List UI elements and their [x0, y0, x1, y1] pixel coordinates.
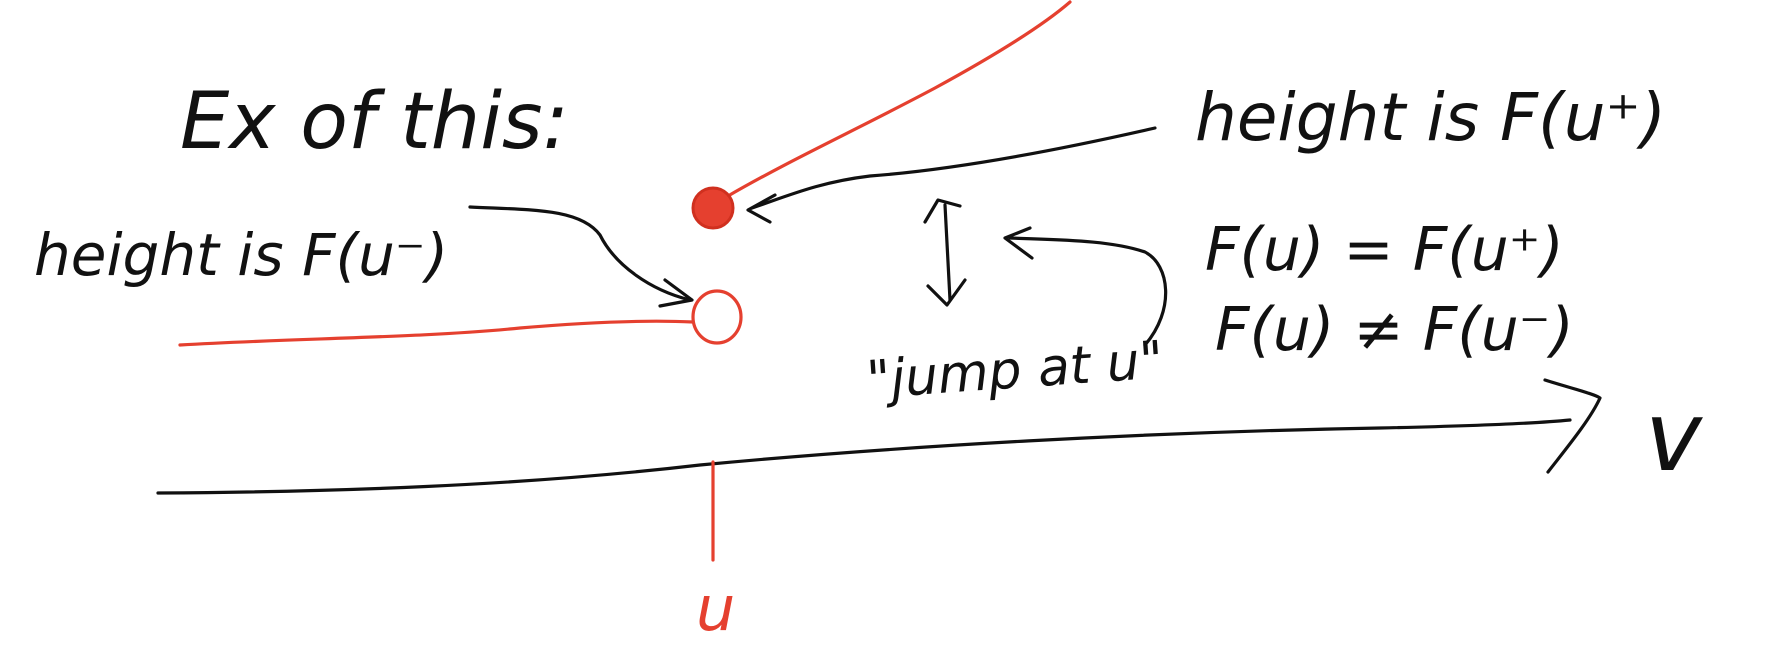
right-arrow	[750, 126, 1157, 210]
open-circle	[691, 289, 743, 345]
u-tick-label: u	[696, 572, 735, 645]
right-height-label: height is F(u⁺)	[1195, 79, 1666, 156]
x-axis	[156, 418, 1572, 495]
title-text: Ex of this:	[180, 77, 569, 167]
upper-red-line	[726, 0, 1072, 198]
jump-double-arrow	[943, 203, 952, 302]
jump-pointer-arrow	[1008, 236, 1168, 347]
jump-label: "jump at u"	[865, 330, 1166, 411]
left-arrowhead-icon	[658, 278, 694, 308]
left-height-label: height is F(u⁻)	[34, 221, 448, 289]
closed-dot	[691, 186, 735, 230]
x-axis-arrowhead-icon	[1543, 378, 1602, 474]
right-arrowhead-icon	[746, 193, 777, 224]
left-arrow	[468, 205, 692, 302]
equation-not-left-continuous: F(u) ≠ F(u⁻)	[1215, 295, 1574, 365]
jump-pointer-head-icon	[1003, 226, 1034, 260]
equation-right-continuous: F(u) = F(u⁺)	[1205, 215, 1564, 285]
lower-red-line	[178, 319, 695, 347]
jump-arrow-up-head-icon	[923, 198, 962, 224]
jump-arrow-down-head-icon	[926, 278, 967, 307]
axis-variable-label: v	[1645, 381, 1703, 493]
